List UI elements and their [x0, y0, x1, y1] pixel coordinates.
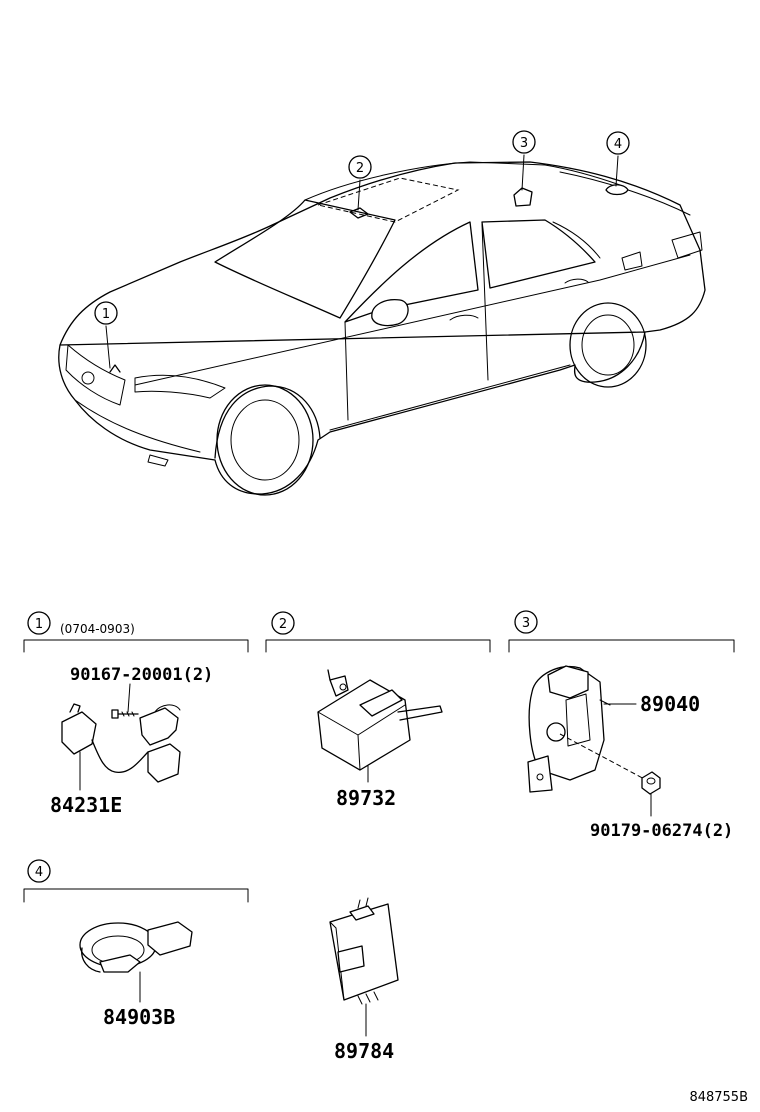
section-2-bracket: [265, 639, 491, 653]
car-callout-4: 4: [606, 131, 630, 155]
car-windshield: [214, 199, 396, 319]
part-89732-module: [317, 669, 443, 771]
part-89040-sensor: [527, 665, 611, 793]
section-3-badge: [514, 610, 538, 634]
part-89784-ecu: [329, 897, 399, 1005]
section-1-bracket: [23, 639, 249, 653]
car-rear-side-window: [481, 219, 596, 289]
section-3-bracket: [508, 639, 735, 653]
car-roof-line: [304, 161, 621, 201]
car-callout-1: 1: [94, 301, 118, 325]
car-callout-3: 3: [512, 130, 536, 154]
part-89784-group: 89784: [329, 897, 399, 1063]
car-quarter-window: [552, 221, 601, 259]
car-callout-2: 2: [348, 155, 372, 179]
car-illustration: 1 2 3 4: [58, 130, 706, 496]
car-body-crease: [134, 254, 691, 386]
section-1-range: (0704-0903): [60, 622, 135, 636]
car-rear-wheel: [569, 302, 647, 388]
section-2-number: 2: [279, 617, 287, 632]
section-1-badge: [27, 611, 51, 635]
part-90179-06274-label: 90179-06274(2): [590, 821, 733, 841]
car-fuel-door: [621, 251, 643, 271]
part-84231E-label: 84231E: [50, 793, 122, 817]
part-89040-label: 89040: [640, 692, 700, 716]
car-callout-2-label: 2: [356, 161, 364, 176]
car-fog-light: [147, 454, 169, 467]
part-84903B-label: 84903B: [103, 1005, 175, 1029]
car-front-bumper: [74, 399, 201, 453]
car-front-wheel: [214, 384, 321, 496]
car-part-mark-3: [513, 187, 533, 207]
car-grille: [65, 344, 126, 406]
section-2-badge: [271, 611, 295, 635]
part-89784-label: 89784: [334, 1039, 394, 1063]
car-headlight: [134, 374, 226, 399]
car-part-mark-4: [605, 184, 629, 196]
section-4: 4 84903B: [23, 859, 249, 1029]
car-rocker-line: [329, 364, 571, 431]
part-89732-label: 89732: [336, 786, 396, 810]
section-2: 2 89732: [265, 611, 491, 810]
nut-90179-06274: [641, 771, 661, 795]
section-3-number: 3: [522, 616, 530, 631]
diagram-id: 848755B: [689, 1090, 748, 1105]
car-front-door-handle: [449, 314, 479, 321]
section-4-badge: [27, 859, 51, 883]
car-front-door-line: [344, 321, 349, 421]
car-taillight: [671, 231, 703, 259]
car-sunroof: [316, 177, 460, 223]
car-emblem: [81, 371, 95, 385]
part-84231E-harness: [61, 703, 181, 783]
car-callout-4-label: 4: [614, 137, 622, 152]
section-1-number: 1: [35, 617, 43, 632]
car-callout-3-label: 3: [520, 136, 528, 151]
car-part-mark-1: [109, 364, 121, 373]
section-3: 3 89040 90179-06274(2): [508, 610, 735, 841]
car-rear-door-line: [481, 223, 489, 381]
part-84903B-switch: [79, 921, 193, 973]
car-side-mirror: [371, 299, 409, 327]
section-4-bracket: [23, 888, 249, 903]
car-rear-door-handle: [564, 278, 589, 284]
bolt-90167-20001: [111, 709, 139, 719]
car-body-outline: [58, 161, 706, 495]
section-4-number: 4: [35, 865, 43, 880]
car-front-side-window: [344, 221, 479, 323]
car-callout-1-label: 1: [102, 307, 110, 322]
car-part-mark-2: [349, 207, 369, 219]
part-90167-20001-label: 90167-20001(2): [70, 665, 213, 685]
section-1: 1 (0704-0903) 90167-20001(2) 84231E: [23, 611, 249, 817]
